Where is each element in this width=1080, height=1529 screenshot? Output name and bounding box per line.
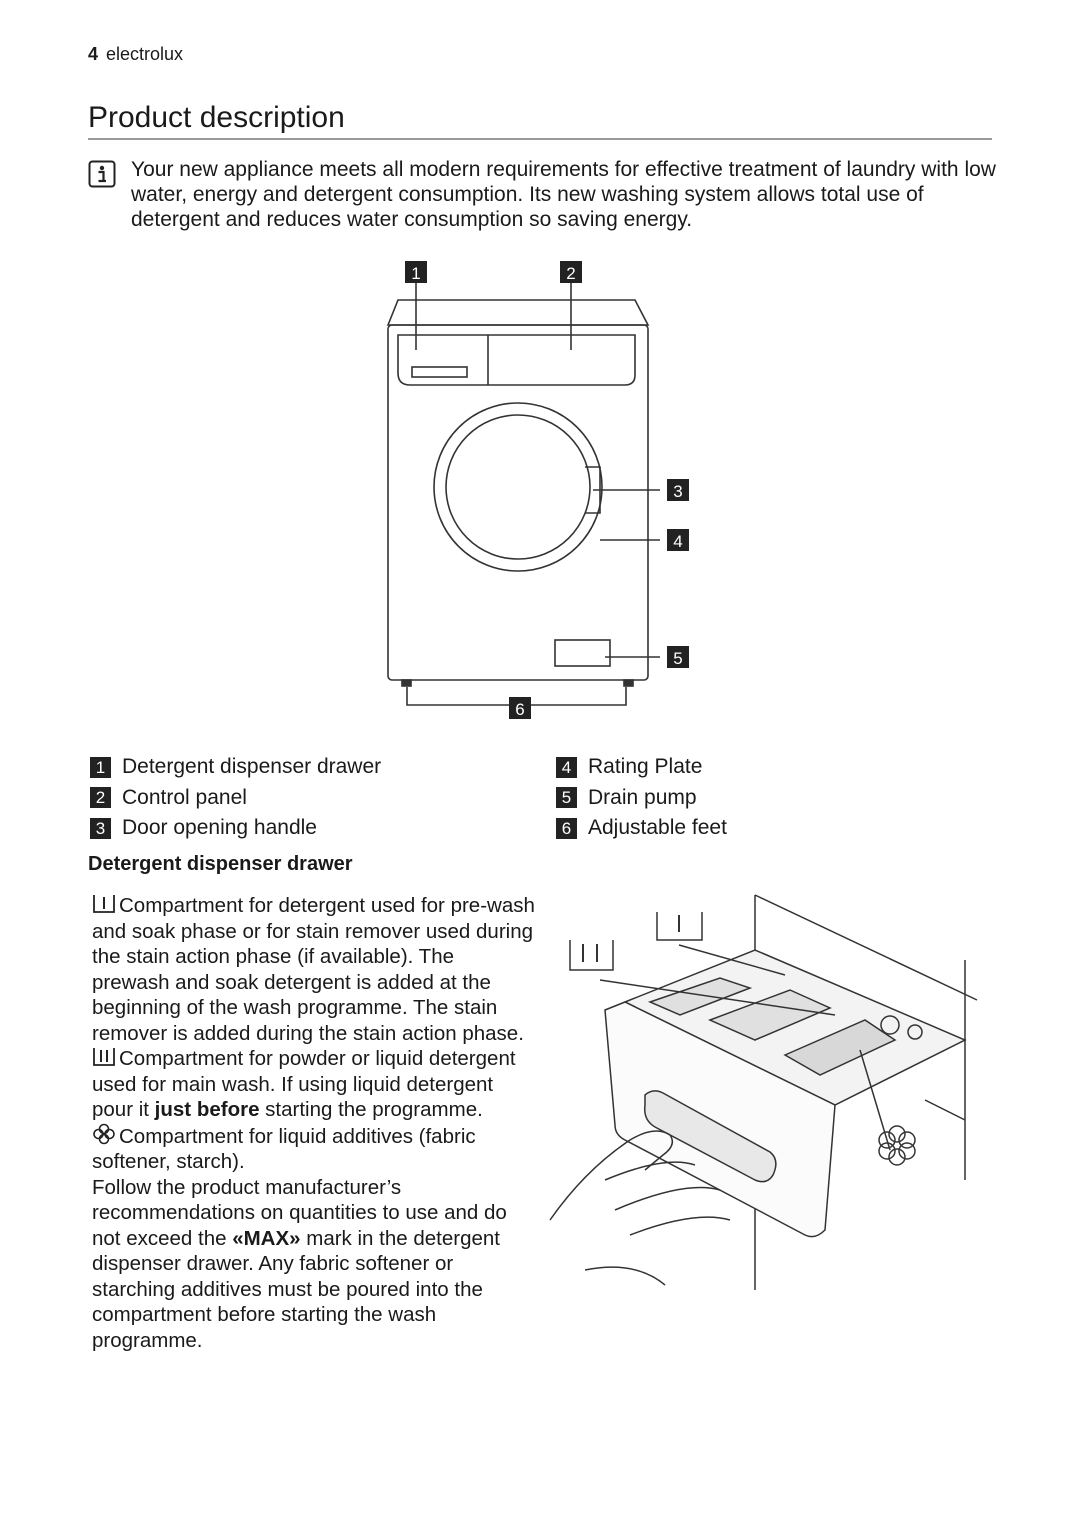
legend-number-badge: 3 xyxy=(90,817,111,839)
callout-1: 1 xyxy=(405,261,427,283)
section-heading: Detergent dispenser drawer xyxy=(88,853,353,875)
legend-number-badge: 2 xyxy=(90,787,111,809)
svg-text:3: 3 xyxy=(673,482,682,501)
legend-number-badge: 6 xyxy=(556,817,577,839)
callout-2: 2 xyxy=(560,261,582,283)
legend-label: Control panel xyxy=(122,785,247,809)
washing-machine-diagram: 1 2 3 4 5 6 xyxy=(386,261,689,719)
prewash-paragraph: Compartment for detergent used for pre-w… xyxy=(92,893,537,1046)
title-divider xyxy=(88,138,992,140)
legend-left: 1 Detergent dispenser drawer 2 Control pan… xyxy=(90,752,381,844)
mainwash-emphasis: just before xyxy=(154,1098,260,1121)
legend-item: 2 Control panel xyxy=(90,783,381,814)
callout-3: 3 xyxy=(667,479,689,501)
additive-text: Compartment for liquid additives (fabric… xyxy=(92,1124,476,1174)
page-number: 4 xyxy=(88,44,99,64)
intro-paragraph: Your new appliance meets all modern requ… xyxy=(131,158,996,231)
prewash-compartment-icon xyxy=(93,895,115,913)
legend-item: 6 Adjustable feet xyxy=(556,813,727,844)
legend-label: Adjustable feet xyxy=(588,816,727,840)
flower-compartment-icon xyxy=(93,1123,115,1144)
dispenser-drawer-illustration xyxy=(549,894,978,1290)
svg-text:2: 2 xyxy=(566,264,575,283)
follow-text-start: Follow the product manufacturer’s recomm… xyxy=(92,1175,507,1250)
follow-text-end: mark in the detergent dispenser drawer. … xyxy=(92,1226,500,1352)
brand-name: electrolux xyxy=(106,44,184,64)
legend-number-badge: 5 xyxy=(556,787,577,809)
callout-6: 6 xyxy=(509,697,531,719)
legend-number-badge: 1 xyxy=(90,756,111,778)
legend-item: 3 Door opening handle xyxy=(90,813,381,844)
mainwash-text-end: starting the programme. xyxy=(259,1098,483,1121)
dispenser-description: Compartment for detergent used for pre-w… xyxy=(92,893,537,1353)
mainwash-paragraph: Compartment for powder or liquid deterge… xyxy=(92,1046,537,1123)
svg-text:5: 5 xyxy=(673,649,682,668)
svg-text:4: 4 xyxy=(673,532,682,551)
legend-item: 1 Detergent dispenser drawer xyxy=(90,752,381,783)
follow-paragraph: Follow the product manufacturer’s recomm… xyxy=(92,1175,537,1354)
info-note-icon xyxy=(88,160,116,188)
legend-right: 4 Rating Plate 5 Drain pump 6 Adjustable fe… xyxy=(556,752,727,844)
additive-paragraph: Compartment for liquid additives (fabric… xyxy=(92,1123,537,1175)
legend-item: 5 Drain pump xyxy=(556,783,727,814)
prewash-text: Compartment for detergent used for pre-w… xyxy=(92,894,535,1045)
legend-label: Door opening handle xyxy=(122,816,317,840)
svg-text:6: 6 xyxy=(515,700,524,719)
callout-5: 5 xyxy=(667,646,689,668)
legend-label: Drain pump xyxy=(588,785,697,809)
page-title: Product description xyxy=(88,101,345,134)
legend-number-badge: 4 xyxy=(556,756,577,778)
mainwash-compartment-icon xyxy=(93,1048,115,1066)
legend-label: Rating Plate xyxy=(588,755,703,779)
mainwash-text-start: Compartment for powder or liquid deterge… xyxy=(92,1047,516,1121)
page-header: 4 electrolux xyxy=(88,44,183,65)
svg-text:1: 1 xyxy=(411,264,420,283)
callout-4: 4 xyxy=(667,529,689,551)
legend-item: 4 Rating Plate xyxy=(556,752,727,783)
legend-label: Detergent dispenser drawer xyxy=(122,755,382,779)
max-mark: «MAX» xyxy=(232,1226,301,1250)
